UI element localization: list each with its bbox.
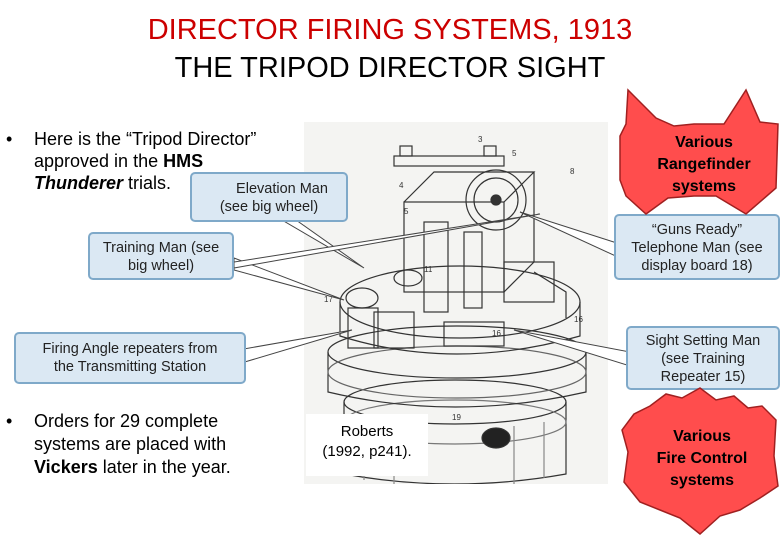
bullet-1-trials: trials. (123, 173, 172, 193)
burst-rangefinder-line1: Various (675, 134, 733, 151)
burst-fire-line3: systems (669, 472, 735, 489)
burst-fire-line1: Various (673, 428, 731, 445)
callout-guns-ready: “Guns Ready” Telephone Man (see display … (614, 214, 780, 280)
burst-rangefinder-line3: systems (671, 178, 737, 195)
callout-training-line1: Training Man (see (102, 240, 220, 256)
bullet-1-text: approved in the (34, 151, 164, 171)
page-subtitle: THE TRIPOD DIRECTOR SIGHT (174, 52, 606, 84)
callout-training-man: Training Man (see big wheel) (88, 232, 234, 280)
callout-firing-line2: the Transmitting Station (53, 359, 207, 375)
callout-sight-line3: Repeater 15) (660, 369, 746, 385)
bullet-2-line-3: Vickers later in the year. (34, 456, 304, 479)
callout-sight-line1: Sight Setting Man (645, 333, 761, 349)
callout-guns-line3: display board 18) (641, 258, 753, 274)
svg-text:16: 16 (492, 329, 501, 338)
svg-text:8: 8 (570, 167, 575, 176)
callout-firing-angle: Firing Angle repeaters from the Transmit… (14, 332, 246, 384)
callout-guns-line2: Telephone Man (see (631, 240, 763, 256)
image-credit: Roberts (1992, p241). (306, 414, 428, 476)
callout-elevation-line1: Elevation Man (236, 181, 328, 197)
bullet-2-line-1: Orders for 29 complete (34, 411, 219, 431)
callout-elevation-line2: (see big wheel) (219, 199, 319, 215)
credit-author: Roberts (340, 423, 394, 440)
bullet-1-line-3: Thunderer trials. (34, 172, 324, 194)
svg-text:5: 5 (404, 207, 409, 216)
svg-text:3: 3 (478, 135, 483, 144)
callout-training-line2: big wheel) (127, 258, 195, 274)
bullet-symbol-1: • (6, 129, 13, 149)
credit-citation: (1992, p241). (322, 443, 412, 460)
bullet-2-later: later in the year. (97, 457, 231, 477)
ship-prefix: HMS (163, 151, 204, 171)
bullet-2-line-2: systems are placed with (34, 434, 227, 454)
callout-guns-line1: “Guns Ready” (651, 222, 743, 238)
fire-control-burst: Various Fire Control systems (632, 426, 772, 492)
bullet-symbol-2: • (6, 411, 13, 431)
rangefinder-burst: Various Rangefinder systems (638, 132, 770, 198)
svg-text:5: 5 (512, 149, 517, 158)
callout-firing-line1: Firing Angle repeaters from (42, 341, 218, 357)
fire-control-burst-shape (621, 387, 779, 535)
svg-text:16: 16 (574, 315, 583, 324)
ship-name: Thunderer (34, 173, 124, 193)
svg-text:17: 17 (324, 295, 333, 304)
page-title: DIRECTOR FIRING SYSTEMS, 1913 (147, 14, 633, 46)
rangefinder-burst-shape (619, 88, 779, 215)
callout-sight-setting: Sight Setting Man (see Training Repeater… (626, 326, 780, 390)
bullet-1-line-1: Here is the “Tripod Director” (34, 129, 257, 149)
svg-text:19: 19 (452, 413, 461, 422)
svg-text:4: 4 (399, 181, 404, 190)
bullet-text-2: Orders for 29 complete systems are place… (34, 410, 304, 479)
callout-elevation-man: Elevation Man (see big wheel) (190, 172, 348, 222)
burst-fire-line2: Fire Control (656, 450, 748, 467)
bullet-text-1: Here is the “Tripod Director” approved i… (34, 128, 324, 194)
burst-rangefinder-line2: Rangefinder (657, 156, 751, 173)
svg-text:11: 11 (424, 265, 433, 274)
bullet-1-line-2: approved in the HMS (34, 150, 324, 172)
company-name: Vickers (34, 457, 98, 477)
callout-sight-line2: (see Training (661, 351, 745, 367)
